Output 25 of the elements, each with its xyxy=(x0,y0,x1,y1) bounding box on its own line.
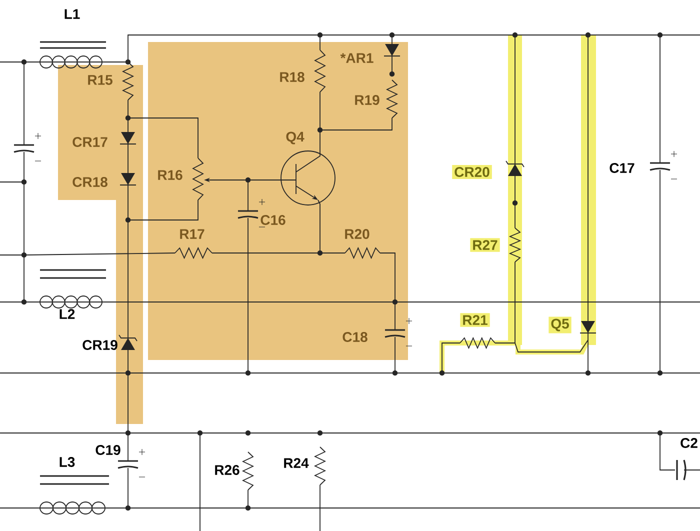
part-label: R21 xyxy=(460,313,490,327)
part-label: R24 xyxy=(284,458,309,468)
part-label: R27 xyxy=(470,238,500,252)
part-label: CR17 xyxy=(72,137,108,147)
part-label: CR18 xyxy=(72,177,108,187)
part-label: L2 xyxy=(60,309,75,319)
part-label: R26 xyxy=(215,465,240,475)
part-label: L1 xyxy=(64,9,80,19)
part-label: C18 xyxy=(342,332,368,342)
part-label: C19 xyxy=(96,445,120,455)
part-label: CR20 xyxy=(452,165,492,179)
part-label: Q5 xyxy=(548,316,572,334)
part-label: Q4 xyxy=(286,132,304,144)
part-label: *AR1 xyxy=(340,53,374,63)
part-label: CR19 xyxy=(82,340,118,350)
part-label: R20 xyxy=(345,229,370,239)
part-label: R17 xyxy=(180,229,204,239)
part-label: R15 xyxy=(88,75,112,85)
part-label: R16 xyxy=(158,170,182,180)
part-label: C2 xyxy=(680,438,698,448)
part-label: R19 xyxy=(355,95,380,105)
part-label: R18 xyxy=(280,72,304,82)
part-label: C16 xyxy=(260,215,286,225)
part-label: L3 xyxy=(60,457,75,467)
part-label: C17 xyxy=(610,163,634,173)
